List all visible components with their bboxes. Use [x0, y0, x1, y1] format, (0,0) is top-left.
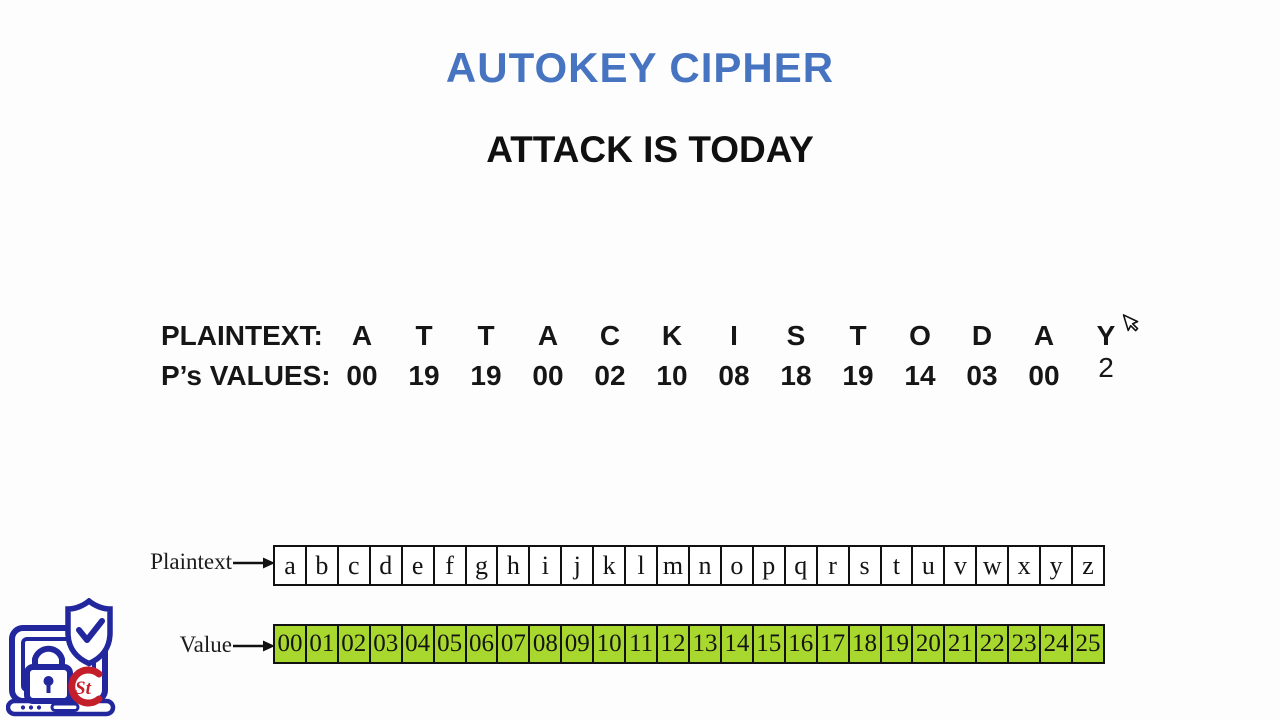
- value-cell: 03: [371, 626, 403, 662]
- value-cell: 25: [1075, 630, 1101, 657]
- plaintext-letter: T: [849, 320, 867, 351]
- plaintext-letter: K: [661, 320, 683, 351]
- value-cell: 24: [1041, 626, 1074, 662]
- plaintext-letter: O: [909, 320, 931, 351]
- value-cell: 23: [1009, 626, 1042, 662]
- letter-cell: c: [339, 547, 371, 584]
- letter-cell: g: [467, 547, 499, 584]
- letter-cell: w: [977, 547, 1010, 584]
- plaintext-letter: T: [477, 320, 495, 351]
- plaintext-letter: I: [730, 320, 738, 351]
- plaintext-letter: S: [786, 320, 806, 351]
- value-cell: 07: [498, 626, 531, 662]
- value-cell: 08: [530, 626, 563, 662]
- plaintext-value: 00: [346, 360, 378, 391]
- letter-cell: m: [658, 547, 690, 584]
- letter-cell: h: [498, 547, 531, 584]
- letter-cell: o: [722, 547, 754, 584]
- letter-cell: v: [945, 547, 978, 584]
- arrow-right-icon: [233, 557, 275, 569]
- letter-cell: i: [530, 547, 563, 584]
- value-cell: 14: [722, 626, 754, 662]
- plaintext-letter: A: [537, 320, 559, 351]
- plaintext-letter: D: [971, 320, 993, 351]
- letter-cell: j: [562, 547, 595, 584]
- plaintext-value: 00: [1028, 360, 1060, 391]
- plaintext-value: 19: [408, 360, 440, 391]
- letter-cell: s: [850, 547, 882, 584]
- plaintext-values: 00 19 19 00 02 10 08 18 19 14 03 00 2: [331, 352, 1137, 396]
- plaintext-value: 08: [718, 360, 750, 391]
- value-cell: 13: [690, 626, 722, 662]
- mouse-cursor-icon: [1122, 314, 1139, 332]
- letter-cell: r: [818, 547, 850, 584]
- plaintext-letter: Y: [1096, 320, 1116, 351]
- mapping-plaintext-label: Plaintext: [150, 549, 232, 574]
- value-cell: 10: [594, 626, 627, 662]
- value-cell: 02: [339, 626, 371, 662]
- letter-cell: y: [1041, 547, 1074, 584]
- value-cell: 21: [945, 626, 978, 662]
- plaintext-value: 14: [904, 360, 936, 391]
- value-cell: 05: [435, 626, 467, 662]
- values-row: P’s VALUES: 00 19 19 00 02 10 08 18 19 14 03 00 2: [161, 352, 1137, 396]
- value-cell: 04: [403, 626, 435, 662]
- value-cell: 16: [786, 626, 818, 662]
- plaintext-letter: T: [415, 320, 433, 351]
- value-cell: 17: [818, 626, 850, 662]
- letter-cell: b: [307, 547, 339, 584]
- value-cell: 18: [850, 626, 882, 662]
- svg-text:St: St: [75, 678, 92, 699]
- plaintext-value: 19: [842, 360, 874, 391]
- letter-cell: t: [882, 547, 914, 584]
- letter-cell: k: [594, 547, 627, 584]
- value-cell: 00: [275, 626, 307, 662]
- letter-cell: z: [1082, 550, 1094, 580]
- value-cell: 15: [754, 626, 786, 662]
- letter-cell: n: [690, 547, 722, 584]
- value-cell: 19: [882, 626, 914, 662]
- letter-cell: l: [626, 547, 659, 584]
- worked-example: PLAINTEXT: A T T A C K I S T O D A Y P’s VALUES: 00 1…: [161, 316, 1137, 396]
- plaintext-letter: A: [351, 320, 373, 351]
- arrow-right-icon: [233, 640, 275, 652]
- letter-cell: f: [435, 547, 467, 584]
- letter-cell: q: [786, 547, 818, 584]
- letter-cell: d: [371, 547, 403, 584]
- plaintext-value: 19: [470, 360, 502, 391]
- plaintext-value: 03: [966, 360, 998, 391]
- value-cell: 20: [913, 626, 946, 662]
- plaintext-letter: A: [1033, 320, 1055, 351]
- letter-cell: u: [913, 547, 946, 584]
- plaintext-value: 2: [1098, 352, 1114, 383]
- value-cell: 01: [307, 626, 339, 662]
- slide-subtitle: ATTACK IS TODAY: [486, 129, 814, 170]
- value-cell: 11: [626, 626, 659, 662]
- plaintext-value: 18: [780, 360, 812, 391]
- values-row-label: P’s VALUES:: [161, 360, 331, 391]
- value-cell: 06: [467, 626, 499, 662]
- plaintext-letter: C: [599, 320, 621, 351]
- plaintext-row-label: PLAINTEXT:: [161, 320, 323, 351]
- letter-cell: p: [754, 547, 786, 584]
- slide-title: AUTOKEY CIPHER: [445, 44, 835, 91]
- plaintext-value: 02: [594, 360, 626, 391]
- letter-cell: e: [403, 547, 435, 584]
- security-laptop-shield-lock-icon: St: [6, 598, 116, 717]
- padlock-icon: [24, 645, 73, 704]
- letter-cell: x: [1009, 547, 1042, 584]
- value-cell: 12: [658, 626, 690, 662]
- plaintext-value: 00: [532, 360, 564, 391]
- red-crest-logo-icon: St: [68, 666, 103, 707]
- plaintext-row: PLAINTEXT: A T T A C K I S T O D A Y: [161, 316, 1137, 356]
- plaintext-value: 10: [656, 360, 688, 391]
- letter-cell: a: [275, 547, 307, 584]
- mapping-value-label: Value: [179, 632, 232, 657]
- value-cell: 22: [977, 626, 1010, 662]
- shield-check-icon: [65, 598, 113, 667]
- value-cell: 09: [562, 626, 595, 662]
